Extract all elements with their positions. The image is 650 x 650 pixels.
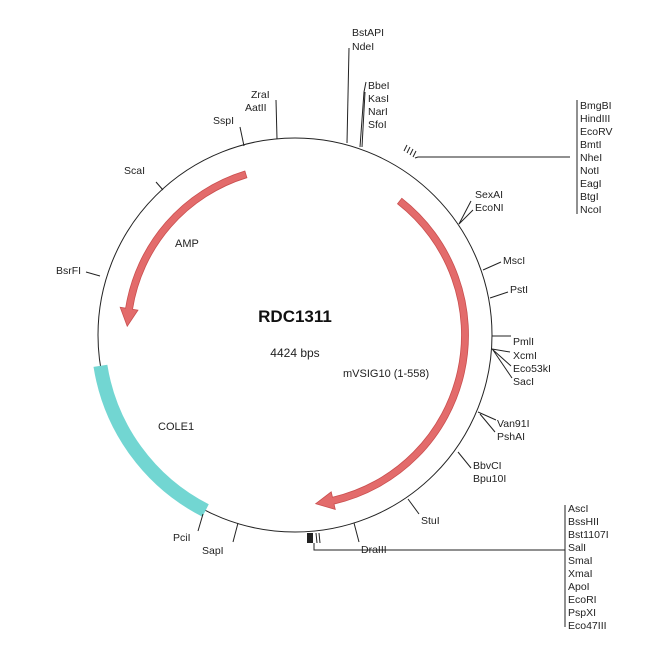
site-aatii[interactable]: AatII: [245, 102, 267, 114]
site-draiii[interactable]: DraIII: [361, 544, 387, 556]
site-bsshii[interactable]: BssHII: [568, 516, 599, 528]
site-nhei[interactable]: NheI: [580, 152, 602, 164]
site-ecorv[interactable]: EcoRV: [580, 126, 613, 138]
site-ticks: [85, 47, 513, 543]
amp-label: AMP: [175, 238, 199, 250]
site-msci[interactable]: MscI: [503, 255, 525, 267]
cluster-bottom-ticks: [307, 505, 566, 627]
site-apoi[interactable]: ApoI: [568, 581, 590, 593]
cole1-feature[interactable]: [93, 364, 209, 517]
site-scai[interactable]: ScaI: [124, 165, 145, 177]
site-eagi[interactable]: EagI: [580, 178, 602, 190]
site-stui[interactable]: StuI: [421, 515, 440, 527]
site-van91i[interactable]: Van91I: [497, 418, 530, 430]
site-noti[interactable]: NotI: [580, 165, 599, 177]
cluster-bottom-labels: AscIBssHIIBst1107ISalISmaIXmaIApoIEcoRIP…: [568, 503, 609, 632]
site-bpu10i[interactable]: Bpu10I: [473, 473, 506, 485]
site-sapi[interactable]: SapI: [202, 545, 224, 557]
site-eco47iii[interactable]: Eco47III: [568, 620, 607, 632]
cluster-top-ticks: [403, 100, 578, 214]
site-bstapi[interactable]: BstAPI: [352, 27, 384, 39]
site-pshai[interactable]: PshAI: [497, 431, 525, 443]
site-sexai[interactable]: SexAI: [475, 189, 503, 201]
site-sspi[interactable]: SspI: [213, 115, 234, 127]
site-bsrfi[interactable]: BsrFI: [56, 265, 81, 277]
site-ecori[interactable]: EcoRI: [568, 594, 597, 606]
site-psti[interactable]: PstI: [510, 284, 528, 296]
site-pcii[interactable]: PciI: [173, 532, 191, 544]
cluster-top-labels: BmgBIHindIIIEcoRVBmtINheINotIEagIBtgINco…: [580, 100, 613, 216]
backbone-circle: [97, 137, 493, 533]
site-saci[interactable]: SacI: [513, 376, 534, 388]
site-smai[interactable]: SmaI: [568, 555, 593, 567]
site-bmgbi[interactable]: BmgBI: [580, 100, 612, 112]
site-asci[interactable]: AscI: [568, 503, 588, 515]
site-hindiii[interactable]: HindIII: [580, 113, 610, 125]
site-pmli[interactable]: PmlI: [513, 336, 534, 348]
site-kasi[interactable]: KasI: [368, 93, 389, 105]
site-zrai[interactable]: ZraI: [251, 89, 270, 101]
site-pspxi[interactable]: PspXI: [568, 607, 596, 619]
site-ndei[interactable]: NdeI: [352, 41, 374, 53]
site-xmai[interactable]: XmaI: [568, 568, 593, 580]
site-bst1107i[interactable]: Bst1107I: [568, 529, 609, 541]
plasmid-size: 4424 bps: [270, 346, 319, 360]
site-nari[interactable]: NarI: [368, 106, 388, 118]
site-eco53ki[interactable]: Eco53kI: [513, 363, 551, 375]
site-bbvci[interactable]: BbvCI: [473, 460, 502, 472]
mvsig10-feature-arrow[interactable]: [314, 197, 469, 510]
amp-feature-arrow[interactable]: [119, 170, 248, 328]
site-sali[interactable]: SalI: [568, 542, 586, 554]
plasmid-name: RDC1311: [258, 307, 332, 326]
site-btgi[interactable]: BtgI: [580, 191, 599, 203]
site-ncoi[interactable]: NcoI: [580, 204, 602, 216]
site-econi[interactable]: EcoNI: [475, 202, 504, 214]
site-xcmi[interactable]: XcmI: [513, 350, 537, 362]
mvsig10-label: mVSIG10 (1-558): [343, 368, 429, 380]
site-sfoi[interactable]: SfoI: [368, 119, 387, 131]
site-bbei[interactable]: BbeI: [368, 80, 390, 92]
site-bmti[interactable]: BmtI: [580, 139, 602, 151]
cole1-label: COLE1: [158, 421, 194, 433]
